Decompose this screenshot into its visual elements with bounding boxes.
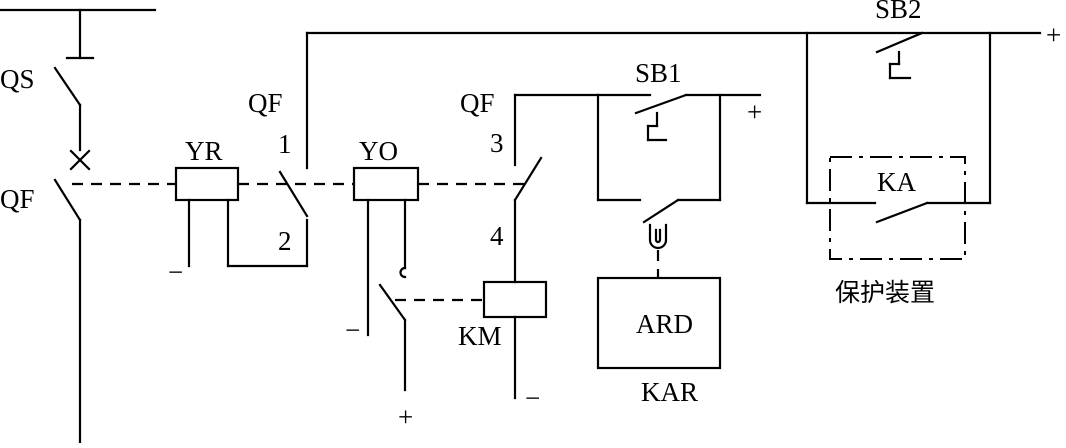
- label-sb1: SB1: [635, 58, 682, 88]
- label-terminal-1: 1: [278, 129, 292, 159]
- ard-relay-box: [596, 276, 722, 370]
- label-qf-aux-a: QF: [248, 88, 283, 118]
- qf-main-breaker: [53, 178, 82, 445]
- qs-disconnector: [53, 66, 91, 171]
- protection-device: [805, 31, 992, 260]
- label-terminal-2: 2: [278, 226, 292, 256]
- polarity-yr-negative: −: [168, 257, 183, 287]
- polarity-km-negative: −: [525, 383, 540, 413]
- label-ard: ARD: [636, 309, 693, 339]
- sb2-pushbutton: [875, 31, 924, 80]
- polarity-yo-negative: −: [345, 315, 360, 345]
- km-contact: [378, 283, 484, 392]
- yr-coil: [174, 166, 309, 268]
- qf-aux-contact-3-4: [513, 93, 600, 202]
- yo-coil: [352, 166, 420, 337]
- polarity-bus-positive: +: [1046, 20, 1061, 50]
- qf-aux-contact-1-2: [278, 31, 1042, 218]
- label-ka: KA: [877, 167, 916, 197]
- km-coil: [482, 198, 548, 400]
- kar-contact: [596, 93, 722, 278]
- polarity-sb1-positive: +: [747, 97, 762, 127]
- busbar: [0, 8, 157, 60]
- sb1-pushbutton: [596, 93, 762, 142]
- label-qf-breaker: QF: [0, 184, 35, 214]
- label-yo: YO: [359, 136, 398, 166]
- label-yr: YR: [185, 136, 223, 166]
- label-sb2: SB2: [875, 0, 922, 24]
- label-terminal-4: 4: [490, 221, 504, 251]
- polarity-km-positive: +: [398, 402, 413, 432]
- label-qf-aux-b: QF: [460, 88, 495, 118]
- label-km: KM: [458, 321, 502, 351]
- label-terminal-3: 3: [490, 128, 504, 158]
- label-qs: QS: [0, 64, 35, 94]
- label-kar: KAR: [641, 377, 698, 407]
- label-protection-device: 保护装置: [835, 278, 935, 307]
